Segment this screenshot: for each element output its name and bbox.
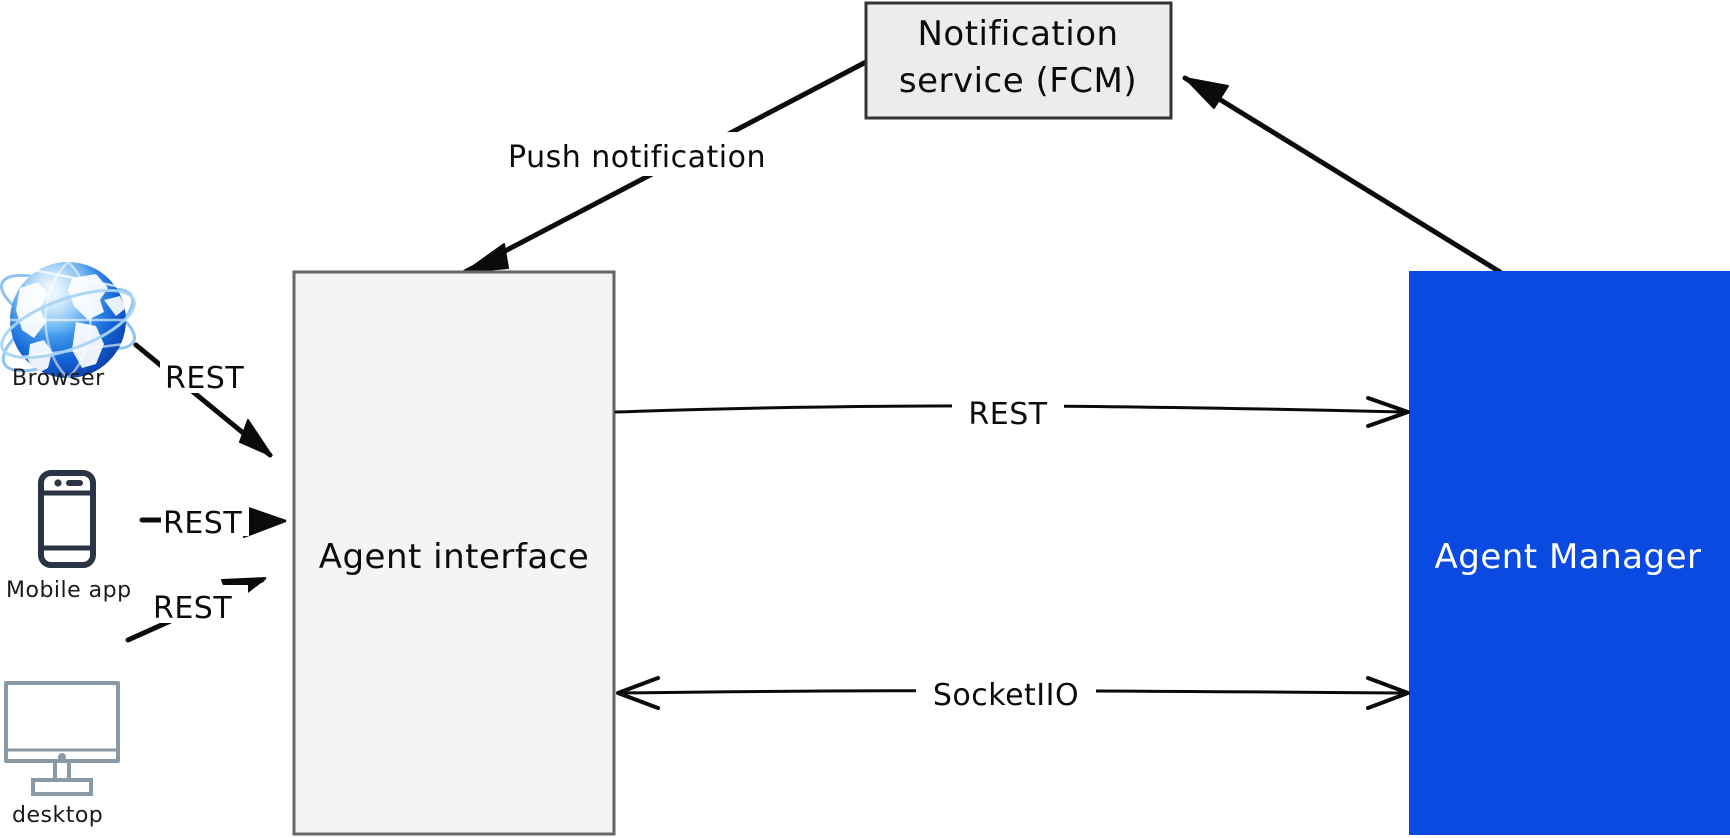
node-agent-interface[interactable]: Agent interface [292, 270, 616, 836]
edge-label-rest-browser: REST [165, 361, 244, 396]
node-agent-manager[interactable]: Agent Manager [1409, 271, 1730, 835]
notification-service-label-line1: Notification [917, 14, 1118, 54]
edge-notification-to-interface: Push notification [462, 59, 869, 275]
notification-service-box[interactable] [864, 1, 1173, 120]
edge-interface-manager-socketio: SocketIIO [616, 672, 1410, 714]
edge-interface-to-manager-rest: REST [614, 392, 1410, 432]
globe-icon [0, 262, 136, 378]
device-browser[interactable]: Browser [0, 261, 144, 391]
agent-manager-box[interactable] [1409, 271, 1730, 835]
edge-desktop-to-interface: REST [125, 577, 267, 643]
push-notification-label-bg [500, 132, 750, 176]
edge-manager-to-notification [1182, 75, 1503, 275]
agent-manager-label: Agent Manager [1435, 537, 1702, 577]
node-notification-service[interactable]: Notification service (FCM) [864, 1, 1173, 120]
device-mobile-app[interactable]: Mobile app [6, 470, 132, 603]
socketio-label-bg [916, 672, 1096, 714]
edge-label-rest-desktop: REST [153, 591, 232, 626]
device-label-browser: Browser [12, 366, 105, 391]
edge-label-rest-manager: REST [968, 397, 1047, 432]
rest-desktop-label-bg [150, 585, 248, 623]
agent-interface-label: Agent interface [319, 537, 590, 577]
smartphone-icon [38, 470, 96, 568]
notification-service-label-line2: service (FCM) [899, 61, 1137, 101]
edge-label-rest-mobile: REST [163, 506, 242, 541]
edge-label-socketio: SocketIIO [933, 678, 1079, 713]
device-desktop[interactable]: desktop [4, 681, 120, 828]
monitor-icon [4, 681, 120, 796]
edge-browser-to-interface: REST [133, 342, 273, 458]
rest-mobile-label-bg [161, 500, 249, 536]
device-label-mobile-app: Mobile app [6, 578, 132, 603]
device-label-desktop: desktop [12, 803, 103, 828]
edge-mobile-to-interface: REST [139, 500, 287, 541]
edge-label-push-notification: Push notification [508, 140, 766, 175]
rest-manager-label-bg [952, 392, 1064, 432]
rest-browser-label-bg [160, 355, 258, 393]
agent-interface-box[interactable] [292, 270, 616, 836]
